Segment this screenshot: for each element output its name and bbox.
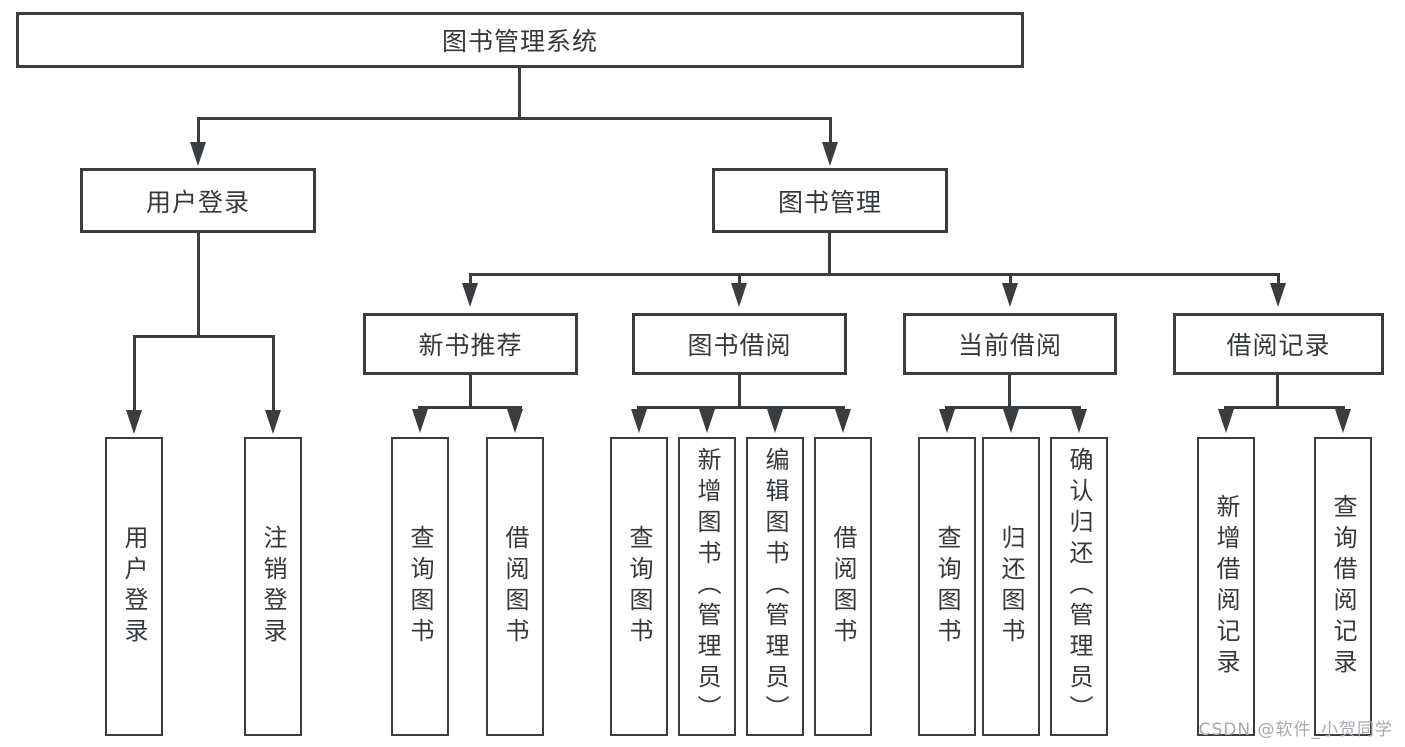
connector-to-user-login	[197, 118, 200, 148]
leaf-confirm-return-admin: 确认归还（管理员）	[1050, 437, 1108, 736]
arrow-down-icon	[731, 283, 747, 307]
connector-to-new-book	[469, 276, 472, 285]
arrow-down-icon	[767, 409, 783, 433]
leaf-logout: 注销登录	[244, 437, 302, 736]
leaf-query-books-recommend: 查询图书	[391, 437, 449, 736]
arrow-down-icon	[190, 142, 206, 166]
arrow-down-icon	[939, 409, 955, 433]
arrow-down-icon	[1002, 283, 1018, 307]
arrow-down-icon	[699, 409, 715, 433]
arrow-down-icon	[1003, 409, 1019, 433]
arrow-down-icon	[507, 409, 523, 433]
connector-to-borrowing-records	[1277, 276, 1280, 285]
connector-current-branch	[945, 406, 1081, 409]
arrow-down-icon	[835, 409, 851, 433]
connector-records-trunk	[1276, 375, 1279, 409]
connector-borrowing-trunk	[738, 375, 741, 409]
node-book-borrowing: 图书借阅	[632, 313, 847, 375]
connector-root-branch	[197, 117, 832, 120]
node-library-management-system: 图书管理系统	[16, 12, 1024, 68]
arrow-down-icon	[1218, 409, 1234, 433]
connector-to-leaf-user-login	[133, 338, 136, 412]
node-borrowing-records: 借阅记录	[1173, 313, 1384, 375]
node-book-management: 图书管理	[712, 168, 948, 233]
leaf-edit-books-admin: 编辑图书（管理员）	[746, 437, 804, 736]
connector-borrowing-branch	[637, 406, 845, 409]
connector-new-book-branch	[418, 406, 522, 409]
arrow-down-icon	[631, 409, 647, 433]
connector-to-book-management	[829, 118, 832, 148]
arrow-down-icon	[126, 410, 142, 434]
arrow-down-icon	[412, 409, 428, 433]
leaf-query-books-current: 查询图书	[918, 437, 976, 736]
connector-user-login-branch	[133, 335, 275, 338]
connector-to-leaf-logout	[272, 338, 275, 412]
leaf-return-books: 归还图书	[982, 437, 1040, 736]
connector-book-mgmt-branch	[469, 273, 1280, 276]
connector-records-branch	[1224, 406, 1345, 409]
arrow-down-icon	[1335, 409, 1351, 433]
connector-current-trunk	[1008, 375, 1011, 409]
arrow-down-icon	[822, 142, 838, 166]
leaf-query-books-borrowing: 查询图书	[610, 437, 668, 736]
leaf-user-login: 用户登录	[105, 437, 163, 736]
node-current-borrowing: 当前借阅	[903, 313, 1117, 375]
leaf-add-borrow-record: 新增借阅记录	[1197, 437, 1255, 736]
connector-root-trunk	[518, 68, 521, 118]
connector-to-book-borrowing	[738, 276, 741, 285]
connector-book-mgmt-trunk	[828, 233, 831, 276]
leaf-add-books-admin: 新增图书（管理员）	[678, 437, 736, 736]
node-new-book-recommendation: 新书推荐	[363, 313, 578, 375]
connector-to-current-borrowing	[1009, 276, 1012, 285]
leaf-borrow-books: 借阅图书	[814, 437, 872, 736]
leaf-borrow-books-recommend: 借阅图书	[486, 437, 544, 736]
connector-new-book-trunk	[469, 375, 472, 409]
arrow-down-icon	[1270, 283, 1286, 307]
arrow-down-icon	[265, 410, 281, 434]
watermark: CSDN @软件_小贺同学	[1198, 720, 1393, 740]
node-user-login: 用户登录	[80, 168, 316, 233]
leaf-query-borrow-record: 查询借阅记录	[1314, 437, 1372, 736]
connector-user-login-trunk	[197, 233, 200, 338]
arrow-down-icon	[462, 283, 478, 307]
arrow-down-icon	[1071, 409, 1087, 433]
